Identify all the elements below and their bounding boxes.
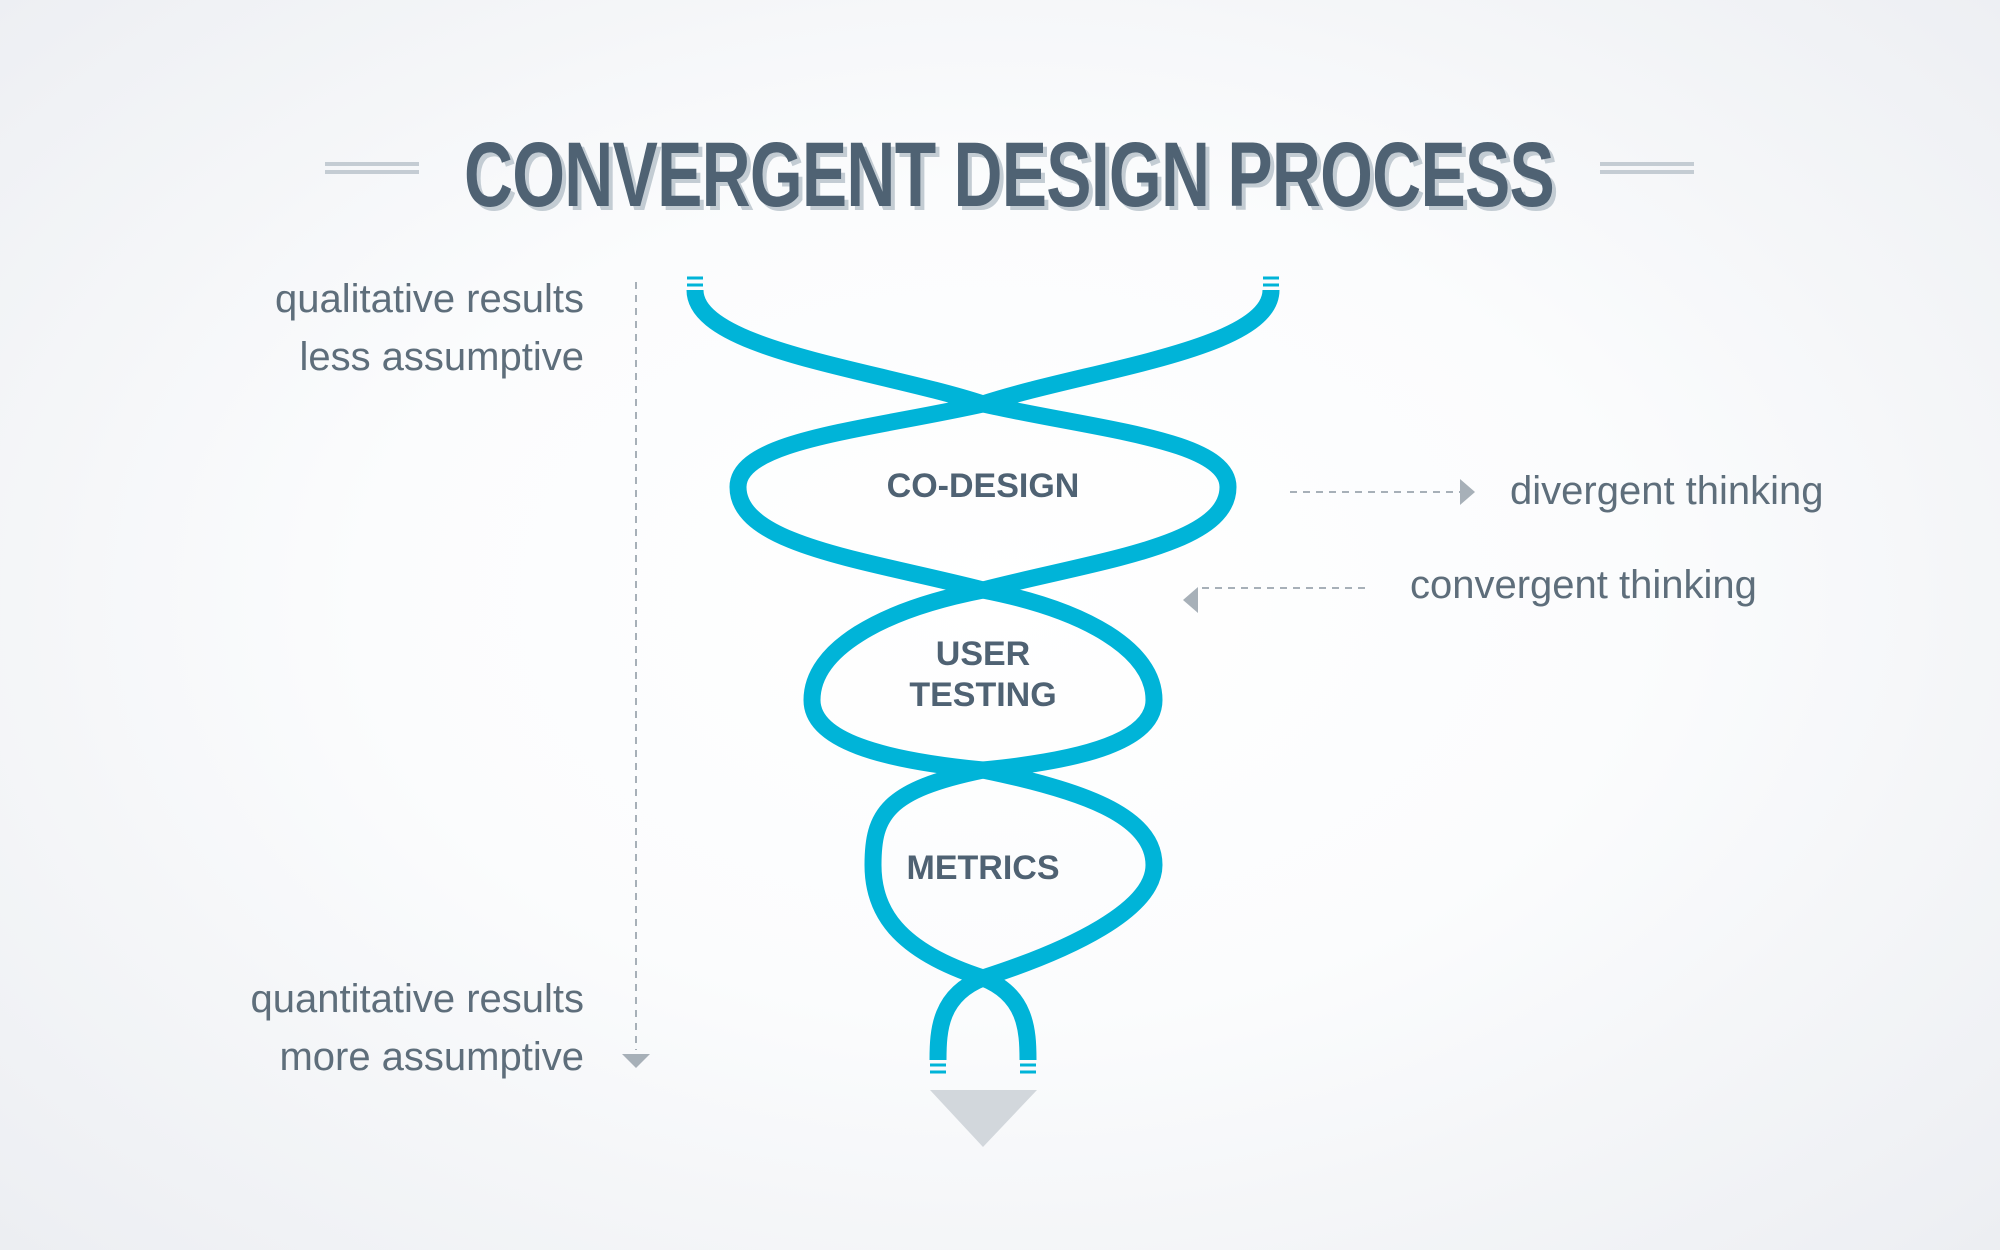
divergent-thinking-label: divergent thinking bbox=[1510, 469, 1824, 513]
thinking-indicators: divergent thinking convergent thinking bbox=[1183, 469, 1824, 613]
title-shadow: CONVERGENT DESIGN PROCESS bbox=[468, 128, 1558, 230]
title-rule-left bbox=[325, 162, 419, 166]
stage-labels: CO-DESIGN USER TESTING METRICS bbox=[887, 467, 1080, 887]
strand-caps bbox=[687, 276, 1279, 1074]
helix-strand-left bbox=[686, 288, 1237, 1061]
convergent-arrowhead bbox=[1183, 587, 1198, 613]
title-group: CONVERGENT DESIGN PROCESS CONVERGENT DES… bbox=[325, 124, 1694, 230]
quantitative-results-label: quantitative results bbox=[250, 977, 584, 1021]
metrics-label: METRICS bbox=[907, 849, 1060, 887]
user-testing-label-line1: USER bbox=[936, 635, 1030, 673]
user-testing-label-line2: TESTING bbox=[909, 676, 1056, 714]
divergent-arrowhead bbox=[1460, 479, 1475, 505]
left-axis-arrowhead bbox=[622, 1054, 650, 1068]
helix bbox=[686, 288, 1280, 1061]
co-design-label: CO-DESIGN bbox=[887, 467, 1080, 505]
convergent-thinking-label: convergent thinking bbox=[1410, 563, 1757, 607]
less-assumptive-label: less assumptive bbox=[299, 335, 584, 379]
funnel-output-arrow bbox=[930, 1090, 1037, 1147]
left-axis: qualitative results less assumptive quan… bbox=[250, 277, 650, 1079]
title-rule-right-2 bbox=[1600, 170, 1694, 174]
page-title: CONVERGENT DESIGN PROCESS bbox=[464, 124, 1554, 226]
title-rule-left-2 bbox=[325, 170, 419, 174]
qualitative-results-label: qualitative results bbox=[275, 277, 584, 321]
title-rule-right bbox=[1600, 162, 1694, 166]
more-assumptive-label: more assumptive bbox=[279, 1035, 584, 1079]
helix-strand-right bbox=[729, 288, 1280, 1061]
